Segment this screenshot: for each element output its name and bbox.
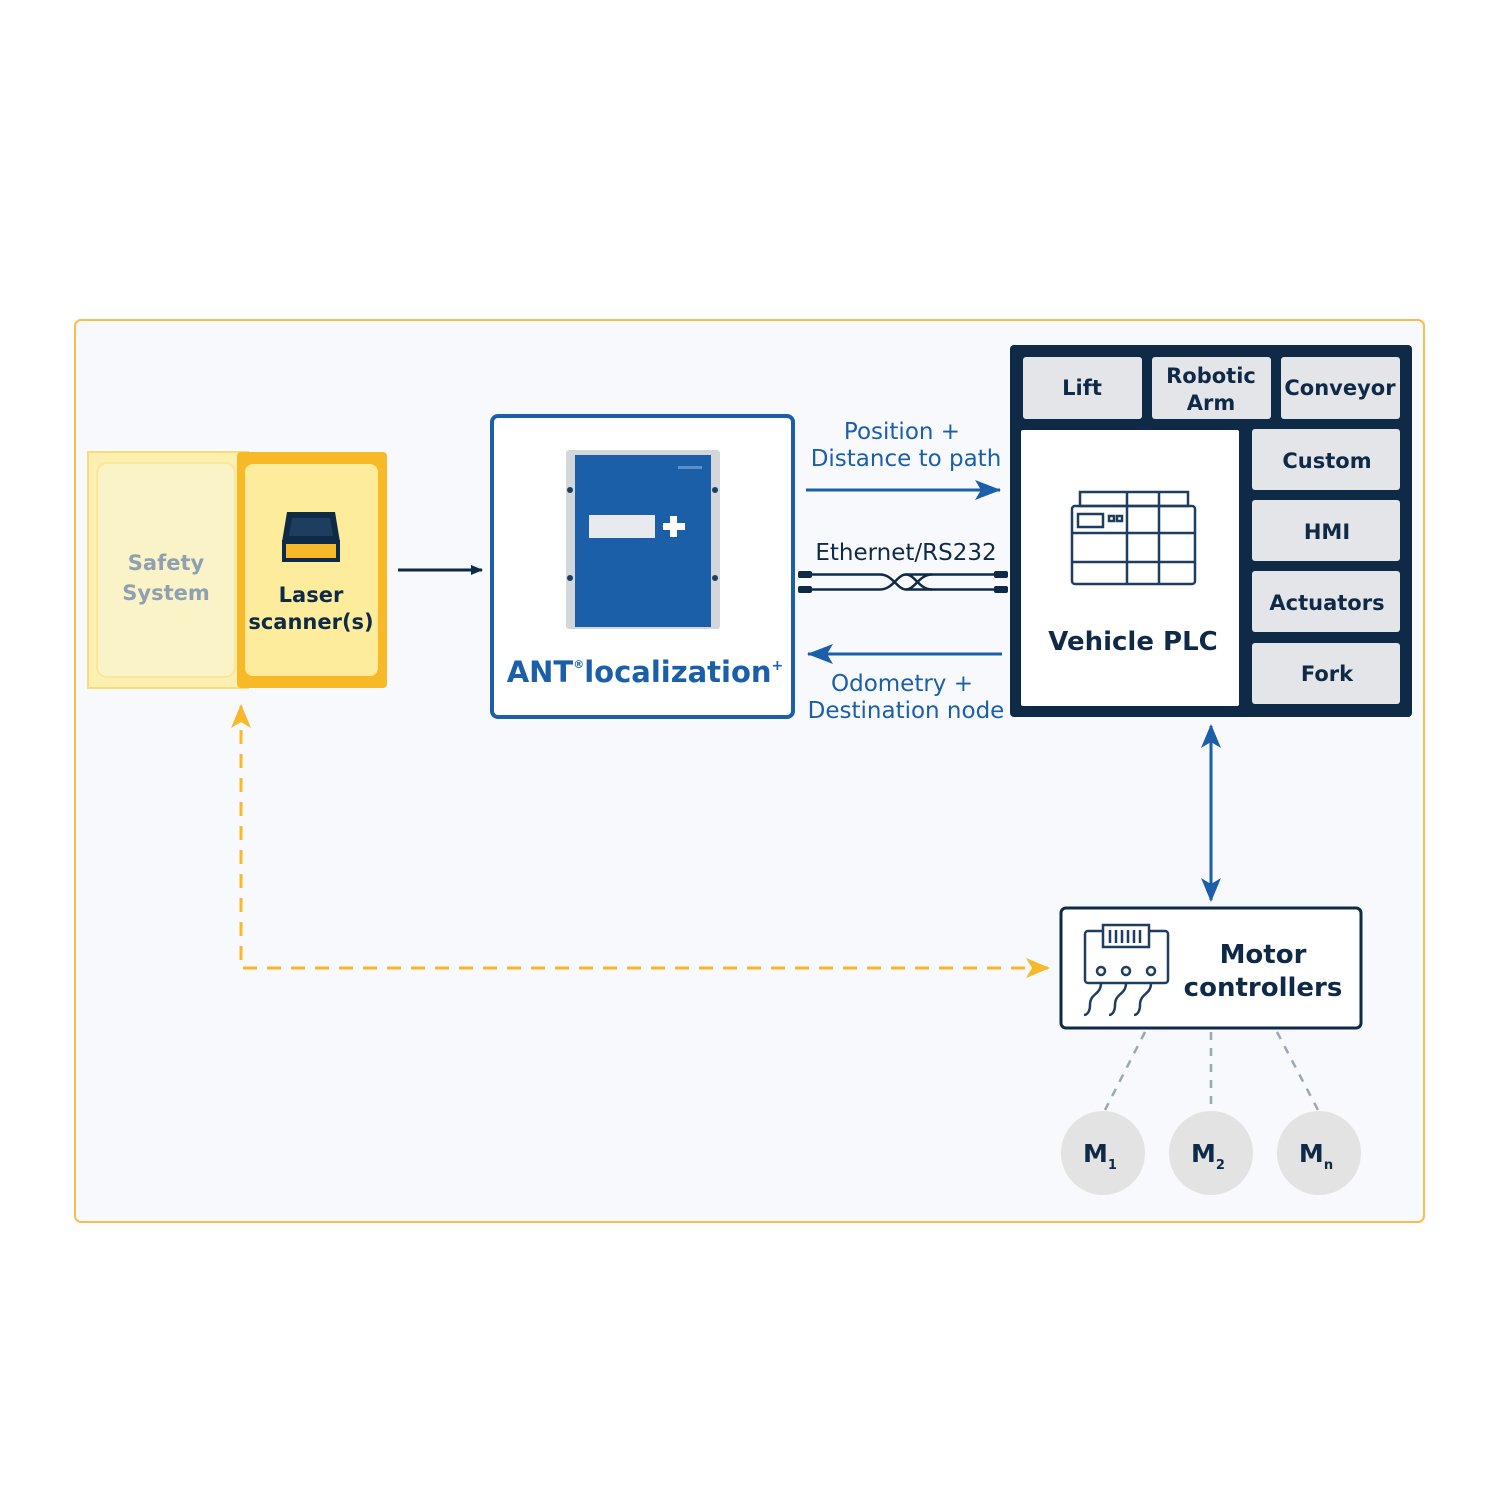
- odometry-label-line1: Odometry +: [831, 671, 973, 697]
- localization-label-ant: ANT: [507, 655, 574, 689]
- safety-motor-dashed-link: [231, 704, 1050, 978]
- module-robotic-arm-label-line2: Arm: [1187, 391, 1236, 415]
- odometry-label-line2: Destination node: [808, 698, 1005, 724]
- svg-text:Mn: Mn: [1299, 1139, 1333, 1173]
- plc-device-icon: [1070, 490, 1197, 586]
- motor-controllers-label-line2: controllers: [1184, 973, 1343, 1003]
- module-lift: [1023, 357, 1142, 419]
- module-robotic-arm-label-line1: Robotic: [1166, 364, 1256, 388]
- motor-controllers-block: Motor controllers: [1059, 906, 1363, 1030]
- module-lift-label: Lift: [1062, 376, 1102, 400]
- localization-device-icon: [566, 450, 720, 629]
- localization-label-reg: ®: [573, 658, 584, 671]
- module-fork: [1252, 643, 1400, 704]
- motor-2-letter: M: [1191, 1139, 1216, 1168]
- module-custom: [1252, 429, 1400, 490]
- motor-2-sub: 2: [1216, 1158, 1225, 1173]
- localization-label-name: localization: [584, 655, 771, 689]
- module-conveyor-label: Conveyor: [1284, 376, 1396, 400]
- module-conveyor: [1281, 357, 1400, 419]
- vehicle-plc-label: Vehicle PLC: [1048, 627, 1217, 657]
- laser-scanner-block: Laser scanner(s): [237, 452, 387, 688]
- motor-n-sub: n: [1324, 1158, 1333, 1173]
- motor-1: M1: [1061, 1111, 1145, 1195]
- laser-scanner-icon: [282, 512, 340, 562]
- ethernet-cable-icon: [798, 571, 1008, 593]
- cable-label: Ethernet/RS232: [815, 540, 996, 566]
- motor-2: M2: [1169, 1111, 1253, 1195]
- localization-label-plus: +: [772, 658, 784, 674]
- laser-scanner-label-line2: scanner(s): [248, 610, 373, 634]
- motor-n-letter: M: [1299, 1139, 1324, 1168]
- safety-system-label-line2: System: [122, 581, 209, 605]
- position-label-line1: Position +: [844, 419, 960, 445]
- motor-1-letter: M: [1083, 1139, 1108, 1168]
- motor-1-sub: 1: [1108, 1158, 1117, 1173]
- safety-system-block: Safety System: [87, 451, 249, 689]
- motor-controllers-label-line1: Motor: [1220, 940, 1307, 970]
- module-robotic-arm: [1152, 357, 1271, 419]
- vehicle-plc-main: [1021, 430, 1239, 706]
- module-hmi-label: HMI: [1304, 520, 1350, 544]
- motor-controller-icon: [1083, 923, 1170, 1017]
- localization-label: ANT®localization+: [507, 655, 784, 689]
- module-hmi: [1252, 500, 1400, 561]
- svg-text:M1: M1: [1083, 1139, 1117, 1173]
- motor-n: Mn: [1277, 1111, 1361, 1195]
- position-label-line2: Distance to path: [811, 446, 1002, 472]
- module-fork-label: Fork: [1301, 662, 1354, 686]
- ant-localization-block: ANT®localization+: [490, 414, 795, 719]
- vehicle-plc-assembly: Lift Robotic Arm Conveyor Vehicle PLC Cu…: [1010, 345, 1412, 717]
- module-actuators-label: Actuators: [1269, 591, 1384, 615]
- module-actuators: [1252, 571, 1400, 632]
- module-custom-label: Custom: [1282, 449, 1371, 473]
- svg-text:M2: M2: [1191, 1139, 1225, 1173]
- safety-system-label-line1: Safety: [128, 551, 205, 575]
- laser-scanner-label-line1: Laser: [279, 583, 344, 607]
